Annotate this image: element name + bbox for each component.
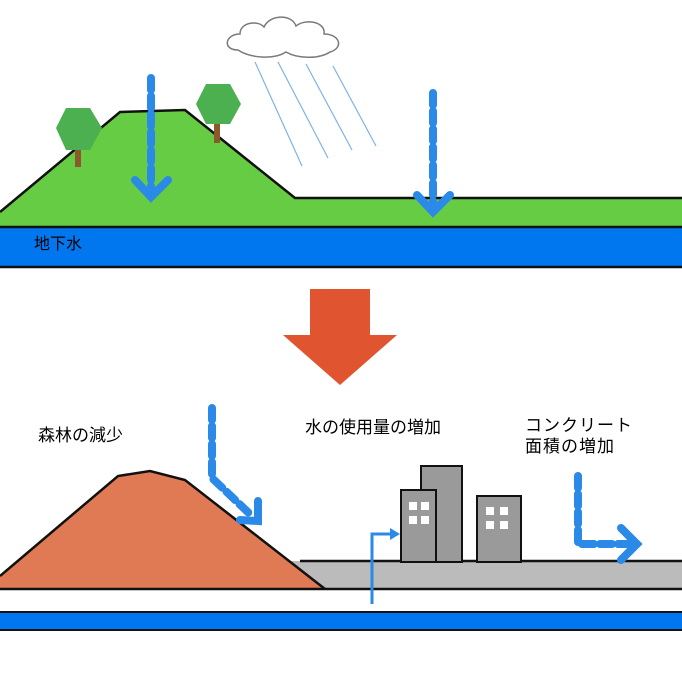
tree-icon: [196, 84, 241, 143]
water-pump-arrow-icon: [370, 532, 392, 604]
groundwater-layer: [0, 227, 682, 267]
bottom-scene: [0, 404, 682, 631]
groundwater-label: 地下水: [34, 234, 83, 253]
grass-hill: [0, 110, 682, 227]
top-scene: [0, 16, 682, 269]
cloud-icon: [226, 16, 340, 58]
concrete-label-line2: 面積の増加: [525, 437, 615, 457]
concrete-ground: [260, 561, 682, 589]
building-icon: [476, 495, 522, 563]
water-use-increase-label: 水の使用量の増加: [305, 418, 441, 438]
forest-decrease-label: 森林の減少: [38, 426, 123, 446]
concrete-increase-label: コンクリート 面積の増加: [525, 416, 633, 458]
bare-hill: [0, 471, 325, 589]
down-arrow-icon: [413, 89, 454, 218]
runoff-arrow-icon: [208, 404, 262, 526]
building-icon: [400, 489, 437, 563]
down-arrow-icon: [131, 74, 172, 203]
concrete-label-line1: コンクリート: [525, 416, 633, 436]
runoff-arrow-icon: [574, 472, 643, 564]
rain-icon: [254, 61, 377, 167]
transition-arrow-icon: [283, 289, 397, 385]
groundwater-layer-thin: [0, 612, 682, 630]
tree-icon: [56, 108, 102, 167]
